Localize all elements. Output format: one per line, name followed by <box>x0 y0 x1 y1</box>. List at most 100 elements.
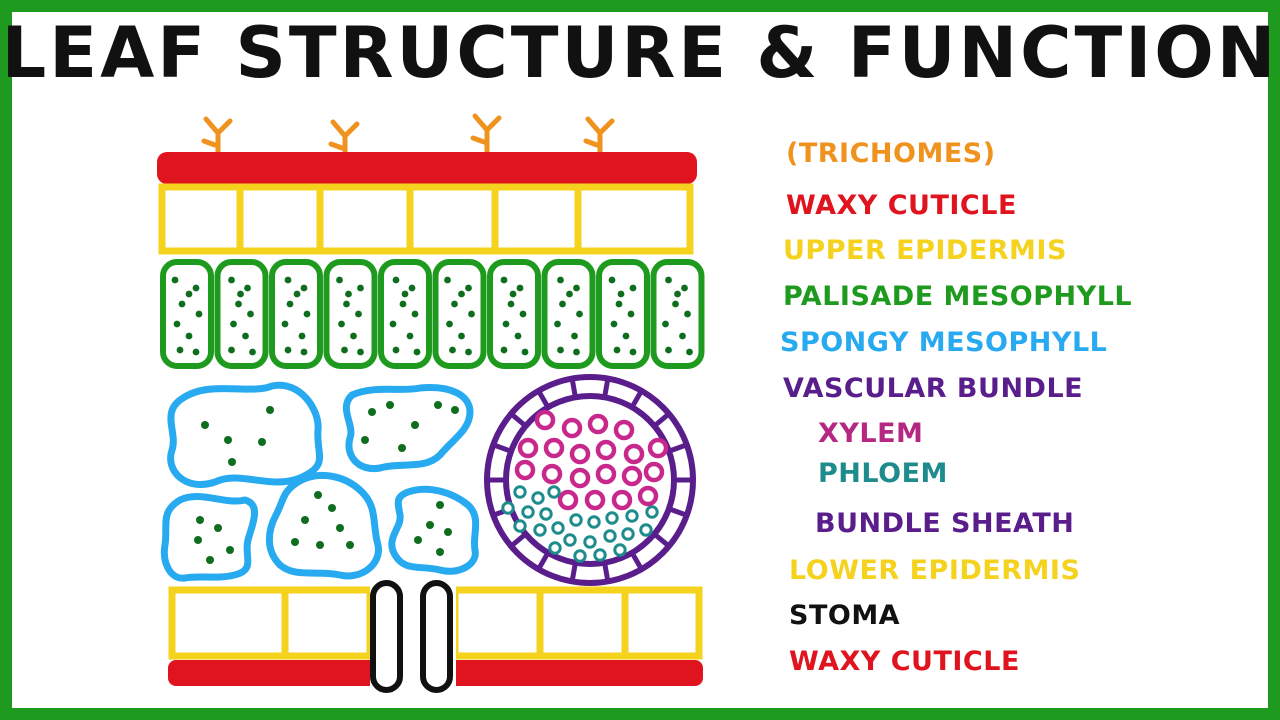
phloem-cell <box>539 507 553 521</box>
bundle-sheath-cell-wall <box>602 378 611 398</box>
legend-trichomes: (TRICHOMES) <box>786 138 996 169</box>
bundle-sheath-cell-wall <box>492 442 512 454</box>
trichome-stroke <box>470 113 502 155</box>
legend-lower-epidermis: LOWER EPIDERMIS <box>789 555 1081 586</box>
bundle-sheath-cell-wall <box>668 442 688 454</box>
trichome-stroke <box>201 116 233 158</box>
phloem-cell <box>593 548 607 562</box>
chloroplast <box>500 346 508 354</box>
chloroplast <box>224 436 232 444</box>
upper-epidermis <box>158 183 694 255</box>
chloroplast <box>615 300 623 308</box>
chloroplast <box>468 310 475 318</box>
chloroplast <box>178 300 186 308</box>
bundle-sheath-cell-wall <box>652 411 671 428</box>
phloem-cell <box>625 509 639 523</box>
chloroplast <box>230 320 237 328</box>
chloroplast <box>355 310 362 318</box>
trichome-stroke <box>328 119 360 161</box>
palisade-cell <box>269 259 323 369</box>
chloroplast <box>195 310 203 318</box>
trichome-stroke <box>583 116 615 158</box>
chloroplast <box>411 310 419 318</box>
chloroplast <box>336 524 344 532</box>
chloroplast <box>346 541 354 549</box>
chloroplast <box>458 332 465 340</box>
chloroplast <box>426 521 434 529</box>
chloroplast <box>284 276 292 284</box>
phloem-cell <box>521 505 535 519</box>
palisade-cell <box>596 259 650 369</box>
chloroplast <box>514 332 522 340</box>
palisade-cell <box>323 259 378 369</box>
chloroplast <box>629 348 637 356</box>
chloroplast <box>192 284 200 292</box>
chloroplast <box>392 346 400 354</box>
chloroplast <box>573 284 580 292</box>
bundle-sheath-cell-wall <box>629 389 644 409</box>
guard-cell-left <box>370 580 403 693</box>
chloroplast <box>629 284 637 292</box>
spongy-cell <box>167 381 324 488</box>
chloroplast <box>449 346 456 354</box>
legend-vascular-bundle: VASCULAR BUNDLE <box>783 373 1084 404</box>
chloroplast <box>566 290 573 298</box>
chloroplast <box>196 516 204 524</box>
chloroplast <box>303 310 311 318</box>
chloroplast <box>665 346 672 354</box>
vascular-bundle <box>484 374 696 586</box>
chloroplast <box>444 528 452 536</box>
chloroplast <box>509 290 517 298</box>
chloroplast <box>674 290 681 298</box>
xylem-vessel <box>541 463 563 485</box>
phloem-cell <box>533 523 547 537</box>
chloroplast <box>444 276 451 284</box>
xylem-vessel <box>534 409 556 431</box>
stoma <box>370 580 456 693</box>
chloroplast <box>406 332 414 340</box>
chloroplast <box>617 290 625 298</box>
spongy-mesophyll <box>160 381 480 582</box>
legend-bundle-sheath: BUNDLE SHEATH <box>815 508 1075 539</box>
xylem-vessel <box>611 489 633 511</box>
chloroplast <box>341 346 348 354</box>
legend-phloem: PHLOEM <box>818 458 948 489</box>
xylem-vessel <box>587 413 609 435</box>
chloroplast <box>286 300 294 308</box>
chloroplast <box>557 276 564 284</box>
chloroplast <box>465 284 472 292</box>
chloroplast <box>192 348 200 356</box>
chloroplast <box>242 332 249 340</box>
xylem-vessel <box>561 417 583 439</box>
palisade-cell-wall <box>160 259 214 369</box>
chloroplast <box>465 348 472 356</box>
chloroplast <box>185 290 193 298</box>
palisade-cell <box>432 259 487 369</box>
spongy-cell-wall <box>167 381 324 488</box>
xylem-vessel <box>637 485 659 507</box>
chloroplast <box>258 438 266 446</box>
chloroplast <box>446 320 453 328</box>
chloroplast <box>301 516 309 524</box>
palisade-cell-wall <box>323 259 378 369</box>
chloroplast <box>451 406 459 414</box>
chloroplast <box>401 290 409 298</box>
chloroplast <box>684 310 691 318</box>
xylem-vessel <box>584 489 606 511</box>
chloroplast <box>573 348 580 356</box>
chloroplast <box>622 332 630 340</box>
chloroplast <box>368 408 376 416</box>
chloroplast <box>338 320 345 328</box>
chloroplast <box>662 320 669 328</box>
chloroplast <box>507 300 515 308</box>
chloroplast <box>516 284 524 292</box>
chloroplast <box>293 290 301 298</box>
chloroplast <box>206 556 214 564</box>
chloroplast <box>173 320 181 328</box>
palisade-cell <box>487 259 541 369</box>
cuticle-strip <box>157 152 697 184</box>
chloroplast <box>608 276 616 284</box>
chloroplast <box>300 284 308 292</box>
chloroplast <box>228 458 236 466</box>
chloroplast <box>686 348 693 356</box>
